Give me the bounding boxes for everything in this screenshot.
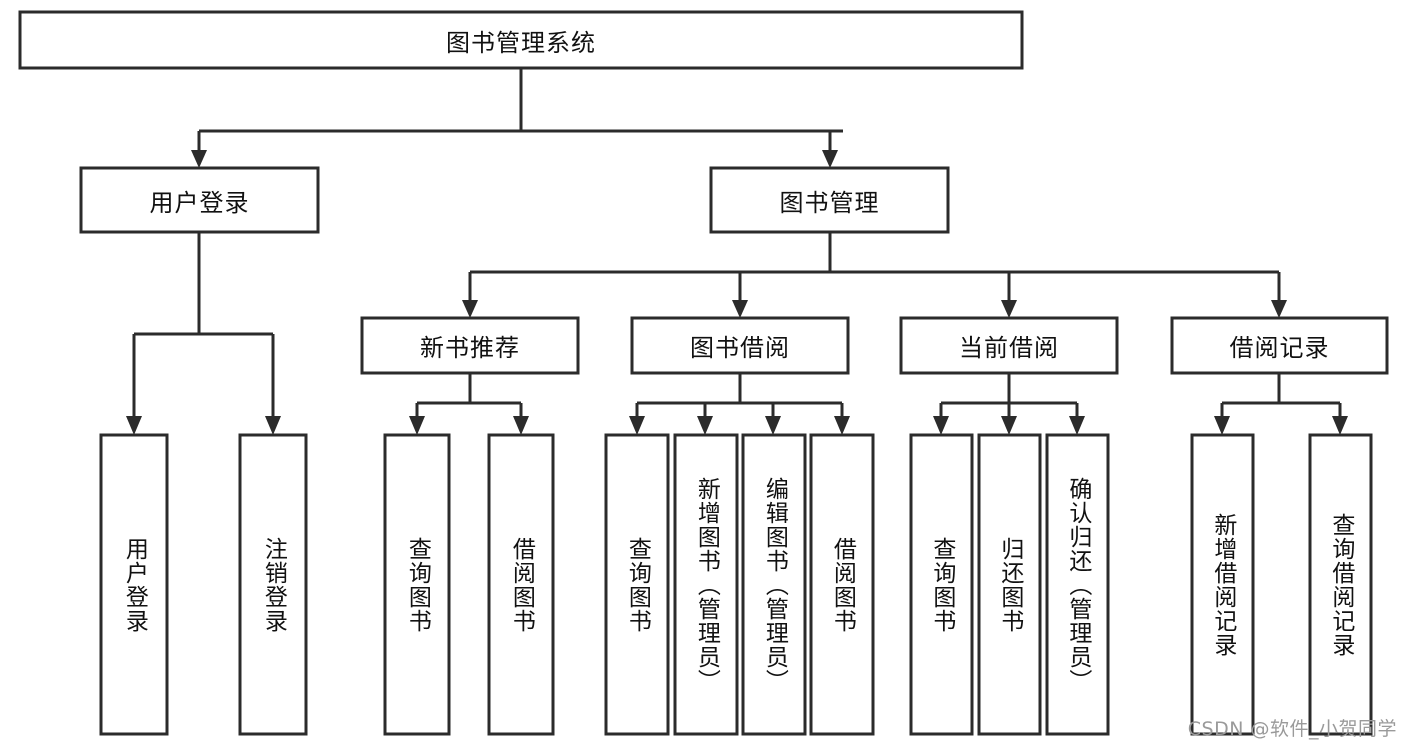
node-box-book-borrow[interactable] — [630, 316, 850, 375]
node-box-new-book-recommend[interactable] — [360, 316, 580, 375]
connector-group-user-login — [126, 232, 281, 435]
connector-group-borrow-records — [1214, 373, 1348, 435]
connector-group-book-borrow — [629, 373, 850, 435]
arrow-head-user-login — [191, 150, 207, 168]
node-box-leaf-current-confirm-return[interactable] — [1045, 433, 1110, 736]
arrow-head-current-borrow — [1001, 300, 1017, 318]
watermark-text: CSDN @软件_小贺同学 — [1187, 718, 1397, 740]
node-box-root[interactable] — [18, 10, 1024, 70]
node-box-leaf-recommend-query-book[interactable] — [383, 433, 451, 736]
arrow-head-records-add-record — [1214, 416, 1230, 435]
node-box-leaf-current-query-book[interactable] — [909, 433, 974, 736]
arrow-head-book-manage — [822, 150, 838, 168]
node-box-book-manage[interactable] — [709, 166, 950, 234]
node-box-leaf-borrow-query-book[interactable] — [604, 433, 670, 736]
arrow-head-borrow-borrow-book — [834, 416, 850, 435]
arrow-head-new-book-recommend — [462, 300, 478, 318]
arrow-head-recommend-borrow-book — [513, 416, 529, 435]
arrow-head-current-return-book — [1001, 416, 1017, 435]
node-box-current-borrow[interactable] — [899, 316, 1119, 375]
node-box-leaf-borrow-borrow-book[interactable] — [809, 433, 875, 736]
node-box-leaf-records-add-record[interactable] — [1190, 433, 1255, 736]
arrow-head-leaf-user-login — [126, 416, 142, 435]
connector-group-new-book-recommend — [409, 373, 529, 435]
arrow-head-borrow-add-book — [697, 416, 713, 435]
node-box-leaf-borrow-edit-book[interactable] — [741, 433, 807, 736]
arrow-head-borrow-records — [1271, 300, 1287, 318]
node-box-leaf-recommend-borrow-book[interactable] — [487, 433, 555, 736]
arrow-head-recommend-query-book — [409, 416, 425, 435]
arrow-head-records-query-record — [1332, 416, 1348, 435]
node-box-leaf-records-query-record[interactable] — [1308, 433, 1373, 736]
connector-group-current-borrow — [933, 373, 1085, 435]
node-box-leaf-current-return-book[interactable] — [977, 433, 1042, 736]
node-box-leaf-borrow-add-book[interactable] — [673, 433, 739, 736]
arrow-head-leaf-logout — [265, 416, 281, 435]
arrow-head-borrow-edit-book — [765, 416, 781, 435]
arrow-head-book-borrow — [732, 300, 748, 318]
node-box-borrow-records[interactable] — [1170, 316, 1389, 375]
node-box-user-login[interactable] — [79, 166, 320, 234]
arrow-head-current-confirm-return — [1069, 416, 1085, 435]
node-box-leaf-logout[interactable] — [238, 433, 308, 736]
arrow-head-borrow-query-book — [629, 416, 645, 435]
connector-group-root — [191, 68, 843, 168]
arrow-head-current-query-book — [933, 416, 949, 435]
connector-group-book-manage — [462, 232, 1287, 318]
node-box-leaf-user-login[interactable] — [99, 433, 169, 736]
